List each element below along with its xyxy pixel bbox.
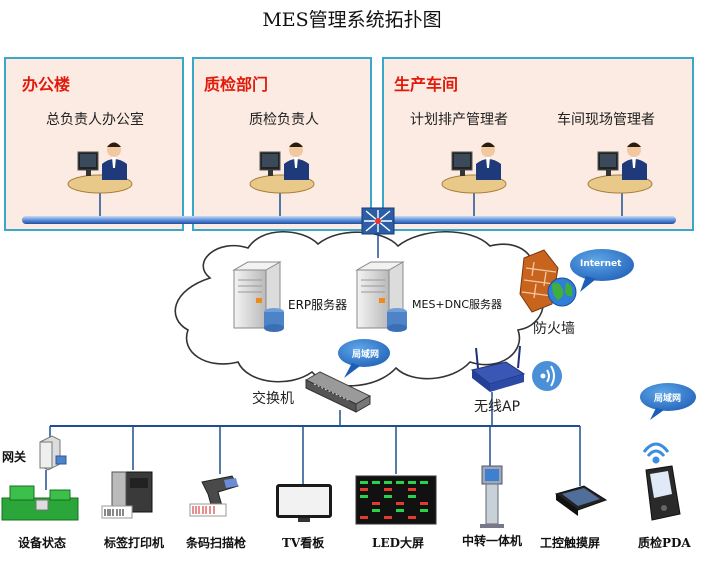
led-screen-icon — [355, 475, 437, 525]
internet-bubble — [570, 249, 634, 292]
access-switch-icon — [304, 371, 372, 413]
wireless-ap-label: 无线AP — [474, 399, 521, 415]
device-label-kiosk: 中转一体机 — [462, 534, 523, 548]
mes-server-icon — [356, 261, 408, 333]
backbone-bus — [22, 216, 676, 224]
pda-icon — [645, 465, 681, 521]
core-switch-icon — [361, 207, 395, 235]
device-label-label-printer: 标签打印机 — [104, 536, 165, 550]
device-label-quality-pda: 质检PDA — [638, 536, 691, 550]
panel-title: 办公楼 — [22, 75, 71, 94]
internet-label: Internet — [580, 259, 622, 269]
wireless-ap-icon — [470, 345, 526, 392]
switch-label: 交换机 — [252, 391, 294, 407]
panel-office-building: 办公楼 总负责人办公室 — [4, 57, 184, 231]
label-printer-icon — [101, 471, 153, 519]
panel-quality-dept: 质检部门 质检负责人 — [192, 57, 372, 231]
lan-label: 局域网 — [654, 394, 682, 404]
office-worker-icon — [587, 142, 653, 194]
device-label-led-screen: LED大屏 — [372, 536, 424, 550]
office-worker-icon — [441, 142, 507, 194]
gateway-icon — [39, 435, 67, 471]
device-label-barcode-scanner: 条码扫描枪 — [186, 536, 247, 550]
office-worker-icon — [67, 142, 133, 194]
globe-icon — [547, 277, 577, 307]
barcode-scanner-icon — [189, 475, 239, 517]
mes-server-label: MES+DNC服务器 — [412, 298, 503, 311]
equipment-machine-icon — [1, 485, 79, 521]
lan-label: 局域网 — [352, 350, 380, 360]
panel-workshop: 生产车间 计划排产管理者 车间现场管理者 — [382, 57, 694, 231]
wifi-signal-icon — [532, 361, 562, 391]
wifi-icon — [642, 442, 670, 464]
lan-bubble — [640, 383, 696, 420]
erp-server-label: ERP服务器 — [288, 298, 348, 312]
device-label-tv-board: TV看板 — [282, 536, 325, 550]
role-label-quality-manager: 质检负责人 — [249, 112, 319, 128]
tv-display-icon — [276, 484, 332, 522]
kiosk-icon — [480, 465, 504, 528]
firewall-label: 防火墙 — [533, 321, 575, 337]
panel-title: 生产车间 — [394, 75, 459, 94]
role-label-planner: 计划排产管理者 — [410, 112, 508, 128]
role-label-general-manager: 总负责人办公室 — [46, 112, 144, 128]
gateway-label: 网关 — [2, 450, 27, 464]
erp-server-icon — [233, 261, 285, 333]
office-worker-icon — [249, 142, 315, 194]
touch-panel-icon — [554, 485, 608, 516]
panel-title: 质检部门 — [204, 75, 269, 94]
device-label-touch-panel: 工控触摸屏 — [540, 536, 601, 550]
role-label-floor-manager: 车间现场管理者 — [557, 112, 655, 128]
device-label-equipment-status: 设备状态 — [18, 536, 67, 550]
diagram-title: MES管理系统拓扑图 — [262, 9, 442, 31]
lan-bubble — [338, 339, 390, 378]
